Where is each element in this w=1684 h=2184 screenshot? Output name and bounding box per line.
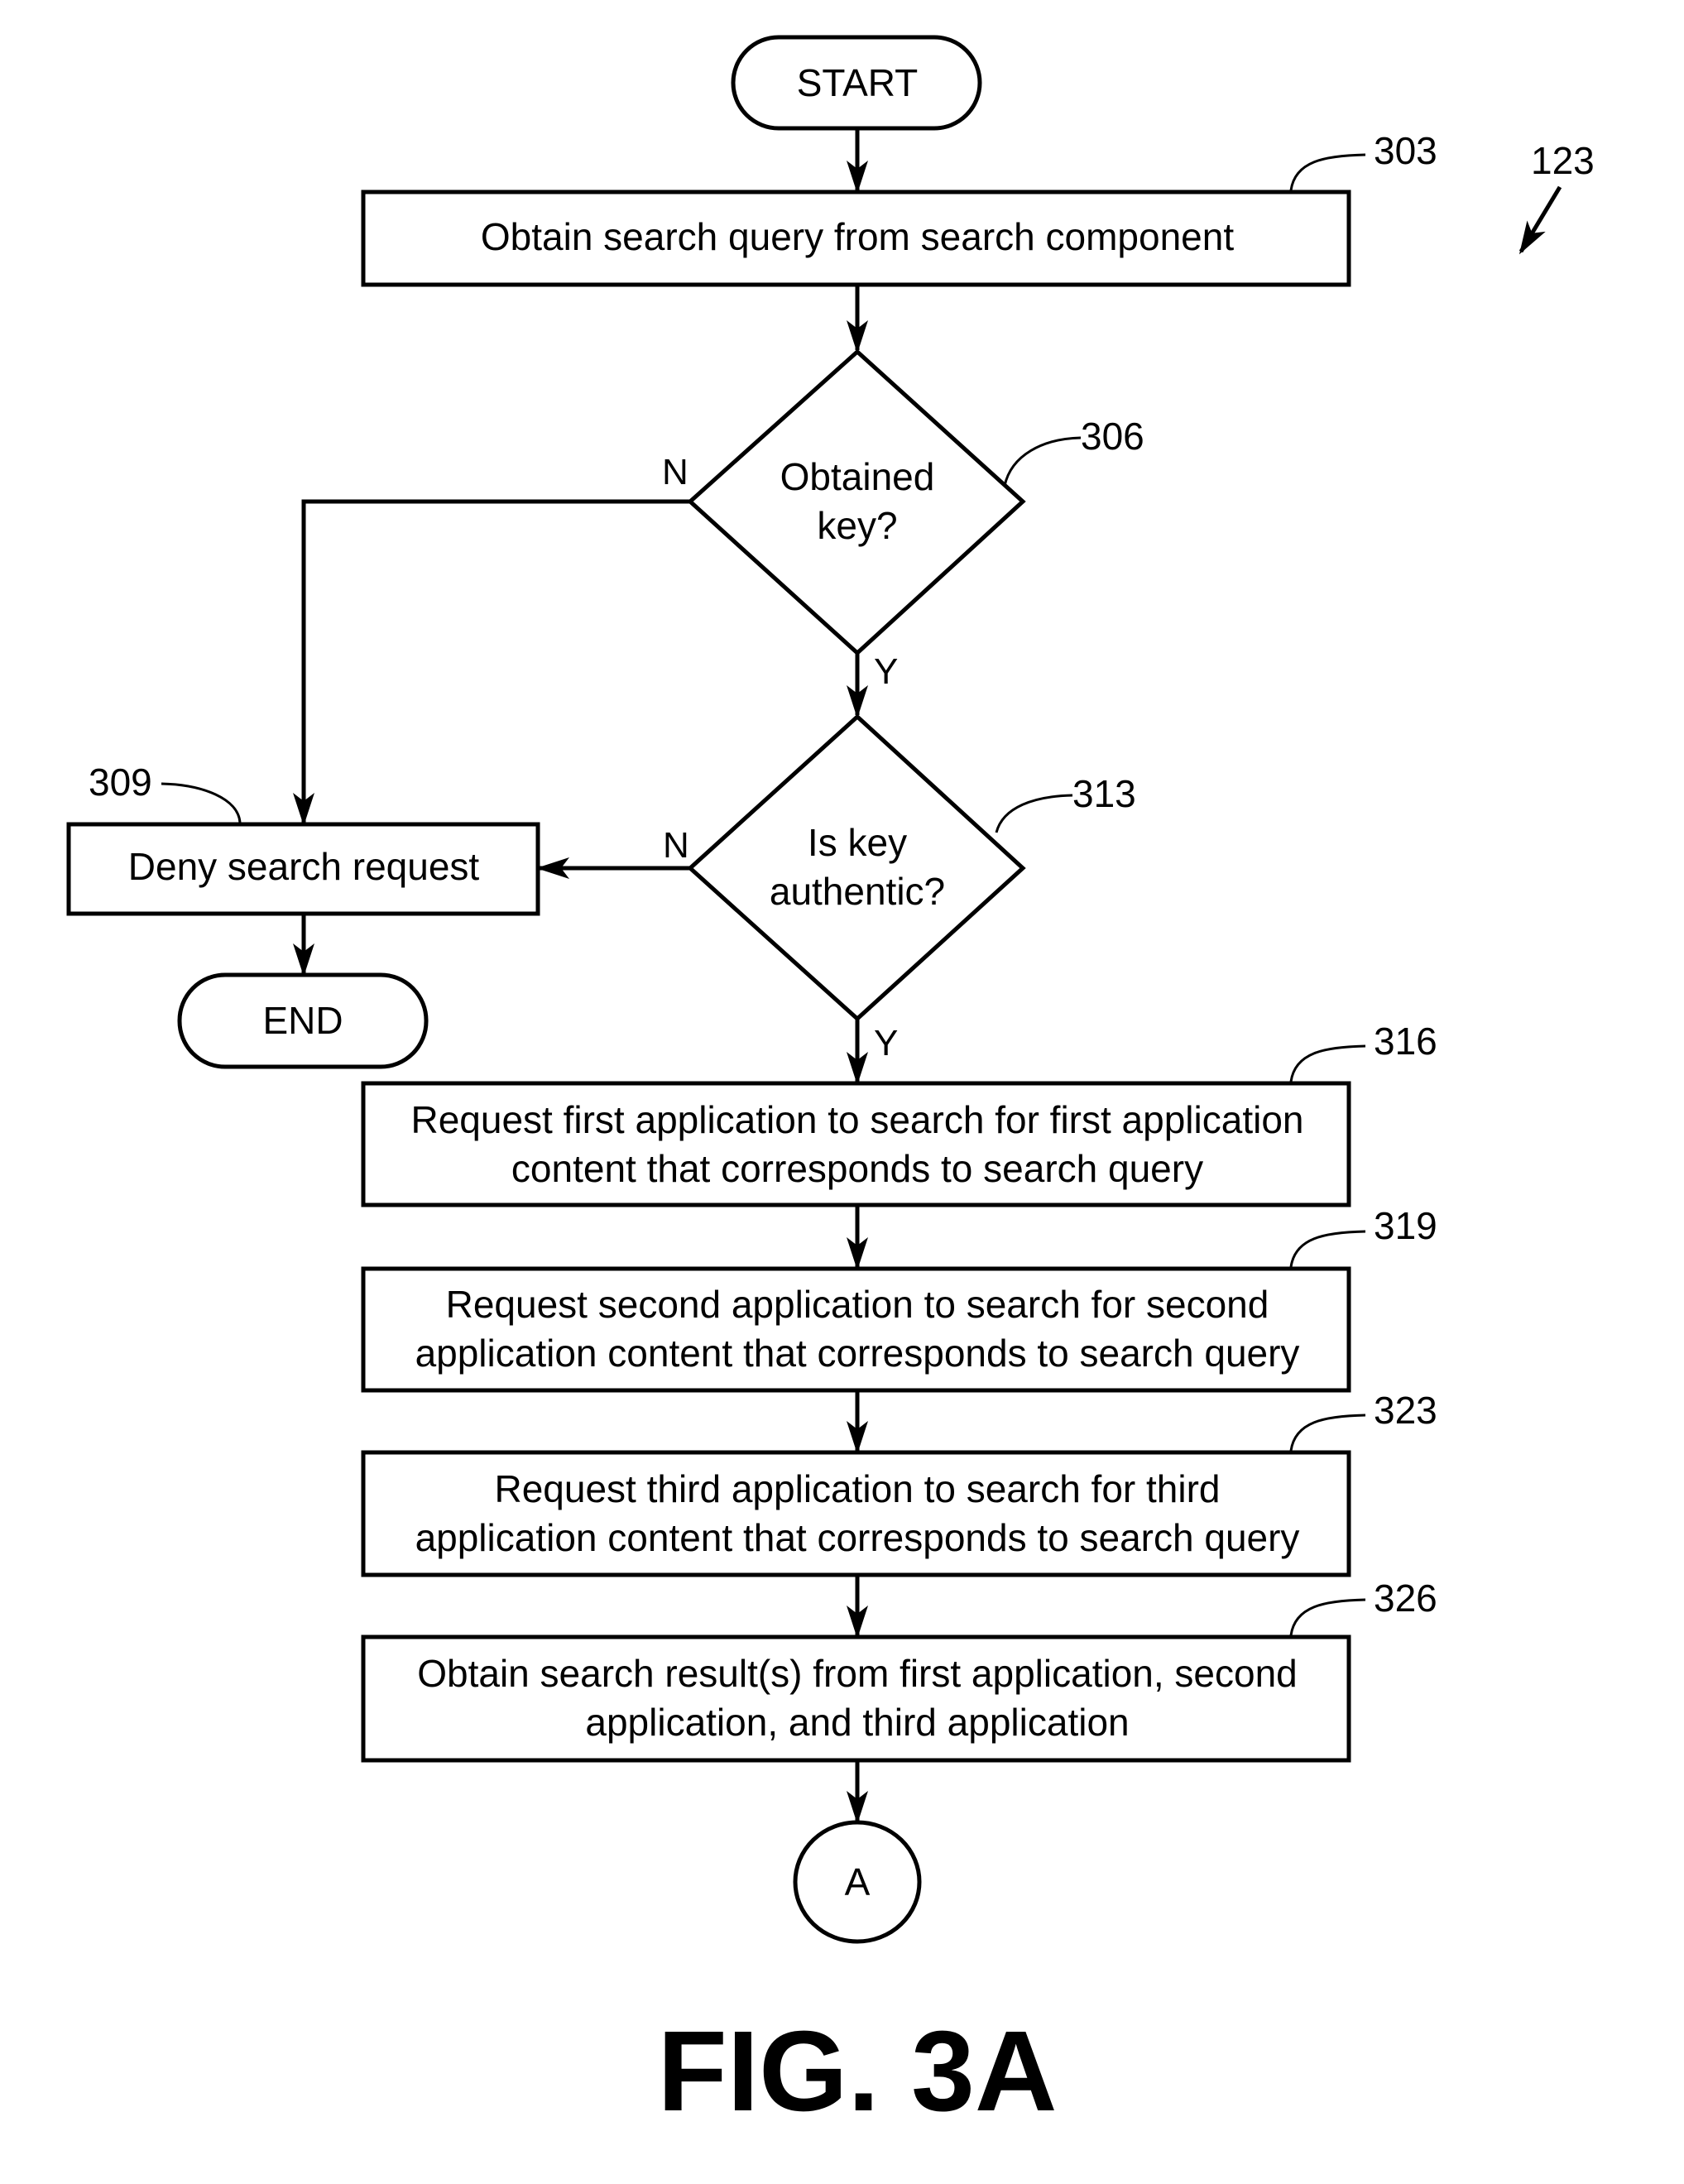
edge-label-313-yes: Y — [874, 1023, 898, 1063]
process-316-line2: content that corresponds to search query — [511, 1147, 1203, 1190]
leader-319 — [1291, 1231, 1365, 1267]
decision-306-line1: Obtained — [780, 455, 935, 498]
node-323: Request third application to search for … — [363, 1389, 1437, 1575]
connector-a-label: A — [845, 1860, 871, 1903]
decision-diamond-313 — [690, 717, 1023, 1019]
ref-label-323: 323 — [1374, 1389, 1437, 1432]
edge-label-313-no: N — [663, 825, 689, 866]
figure-reference-number: 123 — [1531, 139, 1595, 182]
process-326-line1: Obtain search result(s) from first appli… — [417, 1652, 1298, 1695]
figure-reference-arrow — [1521, 187, 1560, 252]
decision-313-line2: authentic? — [770, 870, 945, 913]
leader-313 — [996, 795, 1072, 833]
ref-label-303: 303 — [1374, 129, 1437, 172]
process-323-line1: Request third application to search for … — [494, 1467, 1220, 1510]
process-319-line2: application content that corresponds to … — [415, 1332, 1300, 1375]
ref-label-319: 319 — [1374, 1204, 1437, 1247]
process-323-line2: application content that corresponds to … — [415, 1516, 1300, 1559]
end-label: END — [262, 999, 343, 1042]
process-326-line2: application, and third application — [585, 1701, 1129, 1744]
node-313: Is key authentic? 313 — [690, 717, 1136, 1019]
edge-306-309-no — [304, 502, 690, 823]
node-326: Obtain search result(s) from first appli… — [363, 1577, 1437, 1760]
decision-306-line2: key? — [817, 504, 897, 547]
decision-313-line1: Is key — [808, 821, 907, 864]
process-316-line1: Request first application to search for … — [411, 1098, 1304, 1141]
node-316: Request first application to search for … — [363, 1020, 1437, 1205]
leader-303 — [1291, 155, 1365, 190]
figure-reference-123: 123 — [1521, 139, 1595, 252]
ref-label-316: 316 — [1374, 1020, 1437, 1063]
start-label: START — [797, 61, 919, 104]
node-303: Obtain search query from search componen… — [363, 129, 1437, 285]
decision-diamond-306 — [690, 352, 1023, 653]
node-connector-a: A — [795, 1822, 919, 1942]
ref-label-309: 309 — [89, 761, 152, 804]
leader-323 — [1291, 1415, 1365, 1451]
leader-309 — [161, 784, 240, 823]
edge-label-306-no: N — [662, 452, 688, 492]
edge-label-306-yes: Y — [874, 651, 898, 692]
ref-label-313: 313 — [1072, 772, 1136, 815]
node-306: Obtained key? 306 — [690, 352, 1144, 653]
ref-label-306: 306 — [1081, 415, 1144, 458]
process-303-text: Obtain search query from search componen… — [481, 215, 1234, 258]
process-309-text: Deny search request — [128, 845, 480, 888]
leader-326 — [1291, 1600, 1365, 1635]
process-319-line1: Request second application to search for… — [446, 1283, 1269, 1326]
node-end: END — [180, 975, 426, 1067]
node-start: START — [733, 37, 980, 128]
leader-306 — [1005, 438, 1081, 486]
leader-316 — [1291, 1046, 1365, 1082]
ref-label-326: 326 — [1374, 1577, 1437, 1620]
figure-label: FIG. 3A — [657, 2008, 1057, 2135]
node-319: Request second application to search for… — [363, 1204, 1437, 1390]
